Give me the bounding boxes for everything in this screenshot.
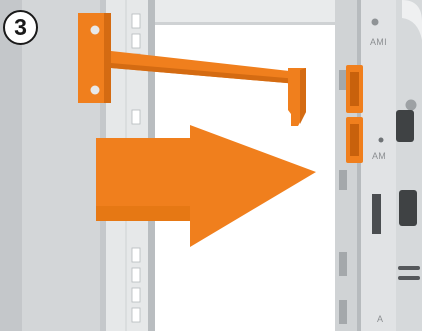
rail-label-ami: AMI	[370, 37, 387, 47]
right-mounting-rail	[335, 0, 422, 331]
rail-label-a: A	[377, 314, 383, 324]
rail-label-am: AM	[372, 151, 386, 161]
left-wall-edge	[0, 0, 22, 331]
step-number-badge: 3	[3, 10, 38, 45]
